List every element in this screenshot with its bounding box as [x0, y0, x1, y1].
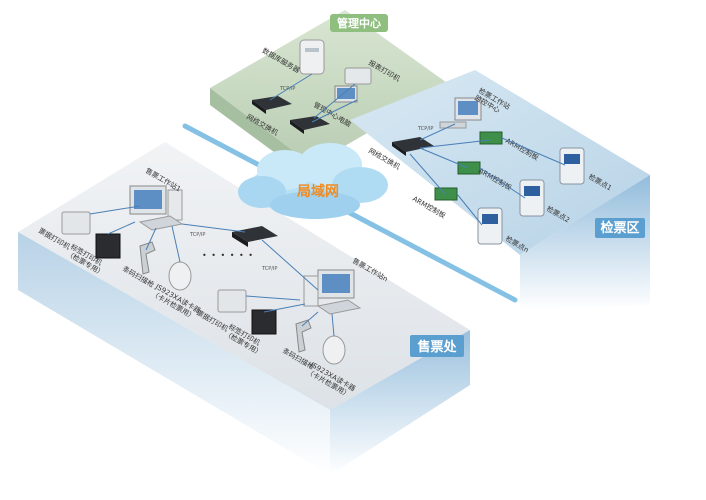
arm-board-3: ARM控制板	[411, 187, 458, 220]
lan-cloud-label: 局域网	[297, 183, 339, 200]
mgmt-links	[269, 73, 358, 123]
ticket-tcp-label-2: TCP/IP	[261, 266, 277, 272]
checking-platform-top	[350, 70, 650, 255]
mgmt-switch-1	[252, 96, 292, 114]
checking-zone-tag: 检票区	[595, 218, 645, 238]
lan-cloud: 局域网	[238, 143, 388, 219]
ticketing-zone-tag: 售票处	[410, 335, 464, 357]
checking-platform-side	[520, 175, 650, 310]
checking-zone-title: 检票区	[600, 220, 639, 236]
checking-zone: 检票区	[350, 70, 650, 310]
ticket-links	[89, 205, 335, 337]
ticketing-zone-title: 售票处	[417, 339, 457, 355]
ticket-switch	[232, 226, 278, 247]
management-zone-title: 管理中心	[337, 16, 381, 30]
ticket-tcp-label-1: TCP/IP	[189, 232, 205, 238]
check-tcp-label: TCP/IP	[417, 126, 433, 132]
ticketing-platform-side-left	[18, 232, 330, 475]
management-platform-top	[210, 10, 450, 165]
ticketing-platform-side-right	[330, 330, 470, 475]
gate-1: 检票点1	[559, 147, 614, 192]
mgmt-switch-2	[290, 116, 330, 134]
check-links	[409, 123, 566, 226]
ticket-dots: • • • • • •	[202, 251, 254, 260]
management-zone-tag: 管理中心	[330, 14, 388, 32]
